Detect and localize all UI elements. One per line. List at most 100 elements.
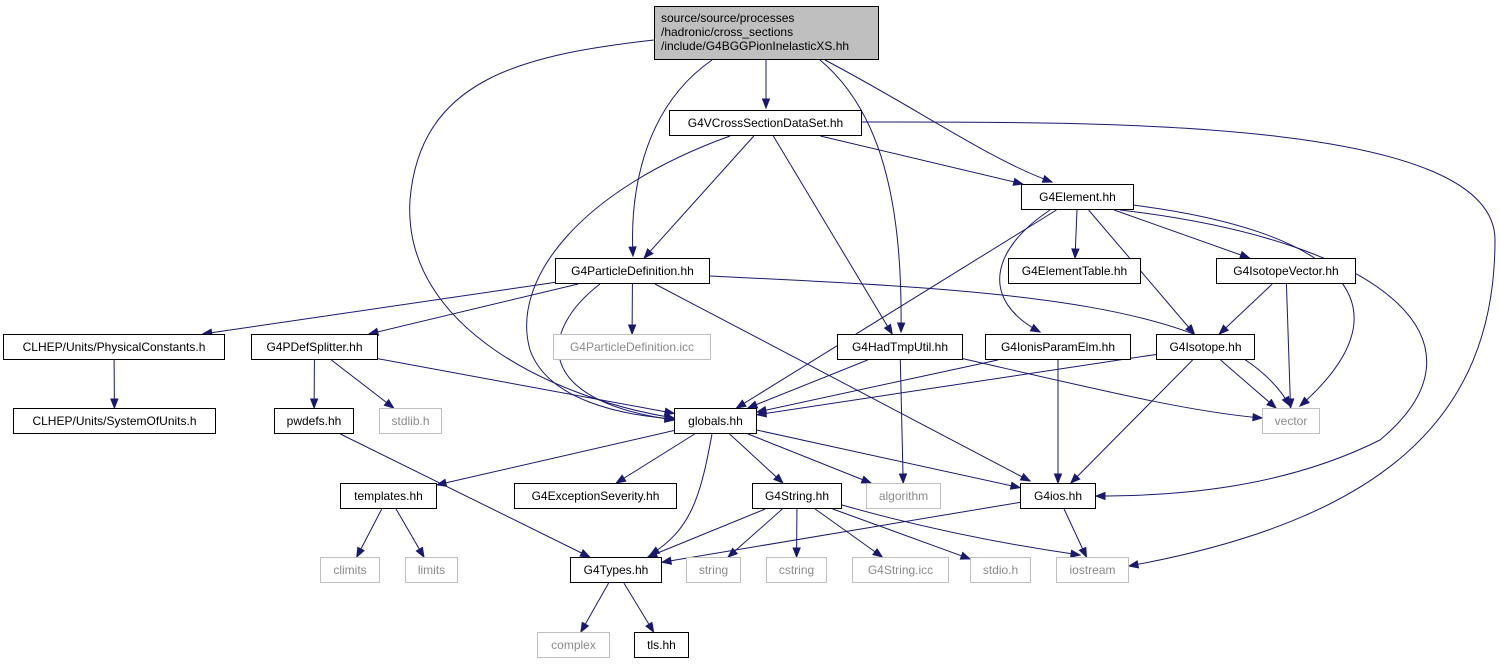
node-isotope[interactable]: G4Isotope.hh: [1156, 334, 1255, 360]
edge-arrowhead: [1009, 481, 1022, 490]
edge-arrowhead: [872, 548, 884, 558]
edge-arrowhead: [959, 551, 972, 560]
edge-globals-to-exceptionseverity: [616, 433, 695, 484]
edge-pwdefs-to-g4types: [340, 433, 590, 558]
edge-arrowhead: [1069, 473, 1081, 484]
edge-root-to-hadtmputil: [819, 59, 902, 333]
edge-pdefsplitter-to-stdlib: [331, 359, 394, 409]
root-line-3: /include/G4BGGPionInelasticXS.hh: [661, 39, 850, 53]
edge-arrowhead: [1185, 324, 1196, 336]
edge-arrowhead: [110, 398, 119, 410]
node-isotopevector[interactable]: G4IsotopeVector.hh: [1216, 258, 1356, 284]
edge-arrowhead: [664, 414, 676, 423]
edge-isotopevector-to-vector: [1285, 283, 1292, 409]
edge-g4string-to-stdio: [832, 508, 971, 560]
edge-arrowhead: [615, 474, 627, 484]
edge-vcross-to-element: [820, 135, 1023, 185]
edge-arrowhead: [1252, 412, 1264, 422]
edge-particledef-to-physconst: [202, 281, 556, 335]
node-climits: climits: [320, 557, 380, 583]
edge-particledef-to-vector: [709, 275, 1291, 407]
edge-globals-to-g4types: [649, 433, 713, 556]
edge-arrowhead: [628, 246, 637, 258]
edge-arrowhead: [1078, 546, 1088, 559]
node-g4types[interactable]: G4Types.hh: [570, 557, 662, 583]
edge-arrowhead: [860, 475, 873, 484]
edge-arrowhead: [792, 547, 801, 559]
edge-vcross-to-particledef: [643, 135, 755, 259]
edge-arrowhead: [660, 556, 673, 565]
edge-arrowhead: [663, 407, 676, 416]
edge-arrowhead: [1298, 396, 1310, 407]
edge-arrowhead: [896, 322, 906, 334]
edge-arrowhead: [627, 324, 637, 336]
node-tls[interactable]: tls.hh: [634, 632, 689, 658]
edge-arrowhead: [1094, 491, 1106, 501]
edge-element-to-g4ios: [1095, 209, 1428, 497]
node-algorithm: algorithm: [866, 483, 941, 509]
edge-root-to-globals: [409, 39, 675, 419]
edge-arrowhead: [883, 323, 893, 336]
edge-arrowhead: [761, 98, 771, 110]
node-physconst[interactable]: CLHEP/Units/PhysicalConstants.h: [3, 334, 225, 360]
node-stdlib: stdlib.h: [379, 408, 442, 434]
node-vcross[interactable]: G4VCrossSectionDataSet.hh: [669, 110, 862, 136]
edge-arrowhead: [1127, 560, 1140, 569]
node-particledef-icc: G4ParticleDefinition.icc: [553, 334, 711, 360]
edge-globals-to-algorithm: [747, 433, 872, 484]
node-globals[interactable]: globals.hh: [674, 408, 757, 434]
node-cstring: cstring: [766, 557, 827, 583]
node-iostream: iostream: [1056, 557, 1129, 583]
edge-arrowhead: [643, 248, 654, 260]
edge-arrowhead: [1069, 549, 1082, 558]
edge-isotopevector-to-isotope: [1218, 283, 1273, 335]
edge-isotope-to-g4ios: [1070, 359, 1193, 484]
node-ionisparam[interactable]: G4IonisParamElm.hh: [985, 334, 1131, 360]
node-hadtmputil[interactable]: G4HadTmpUtil.hh: [837, 334, 963, 360]
node-limits: limits: [405, 557, 458, 583]
node-exceptionseverity[interactable]: G4ExceptionSeverity.hh: [514, 483, 677, 509]
node-element[interactable]: G4Element.hh: [1021, 184, 1134, 210]
edge-arrowhead: [1218, 324, 1230, 335]
edge-vcross-to-globals: [526, 135, 731, 420]
edge-g4string-to-string: [727, 508, 783, 558]
edge-arrowhead: [755, 409, 768, 418]
edge-arrowhead: [1053, 473, 1063, 485]
node-g4ios[interactable]: G4ios.hh: [1020, 483, 1096, 509]
edge-root-to-element: [824, 59, 1053, 183]
node-g4string[interactable]: G4String.hh: [752, 483, 842, 509]
edge-isotope-to-globals: [756, 353, 1157, 416]
edge-element-to-isotope: [1088, 209, 1195, 335]
node-particledef[interactable]: G4ParticleDefinition.hh: [555, 258, 710, 284]
edge-particledef-to-g4ios: [654, 283, 1031, 482]
root-line-2: /hadronic/cross_sections: [661, 25, 794, 39]
node-string: string: [686, 557, 741, 583]
edge-g4string-to-g4types: [647, 508, 766, 558]
edge-arrowhead: [1266, 398, 1278, 409]
node-stdio: stdio.h: [970, 557, 1031, 583]
node-elementtable[interactable]: G4ElementTable.hh: [1008, 258, 1141, 284]
edge-arrowhead: [1071, 248, 1080, 260]
node-systemofunits[interactable]: CLHEP/Units/SystemOfUnits.h: [13, 408, 216, 434]
edge-arrowhead: [746, 400, 759, 409]
edge-g4string-to-g4string_icc: [814, 508, 883, 558]
edge-vcross-to-hadtmputil: [772, 135, 893, 335]
edge-isotope-to-vector: [1220, 359, 1277, 409]
node-templates[interactable]: templates.hh: [340, 483, 437, 509]
edge-arrowhead: [1029, 323, 1042, 333]
edge-arrowhead: [309, 398, 319, 410]
edge-element-to-vector: [1132, 204, 1355, 407]
edge-globals-to-g4ios: [756, 429, 1021, 489]
node-pdefsplitter[interactable]: G4PDefSplitter.hh: [251, 334, 378, 360]
edge-pdefsplitter-to-globals: [377, 358, 675, 414]
node-complex: complex: [537, 632, 610, 658]
node-pwdefs[interactable]: pwdefs.hh: [274, 408, 354, 434]
edge-particledef-to-globals: [558, 283, 675, 421]
node-g4string-icc: G4String.icc: [852, 557, 949, 583]
edge-arrowhead: [435, 478, 448, 487]
edge-arrowhead: [415, 546, 425, 559]
edge-element-to-isotopevector: [1113, 209, 1250, 259]
node-vector: vector: [1262, 408, 1320, 434]
